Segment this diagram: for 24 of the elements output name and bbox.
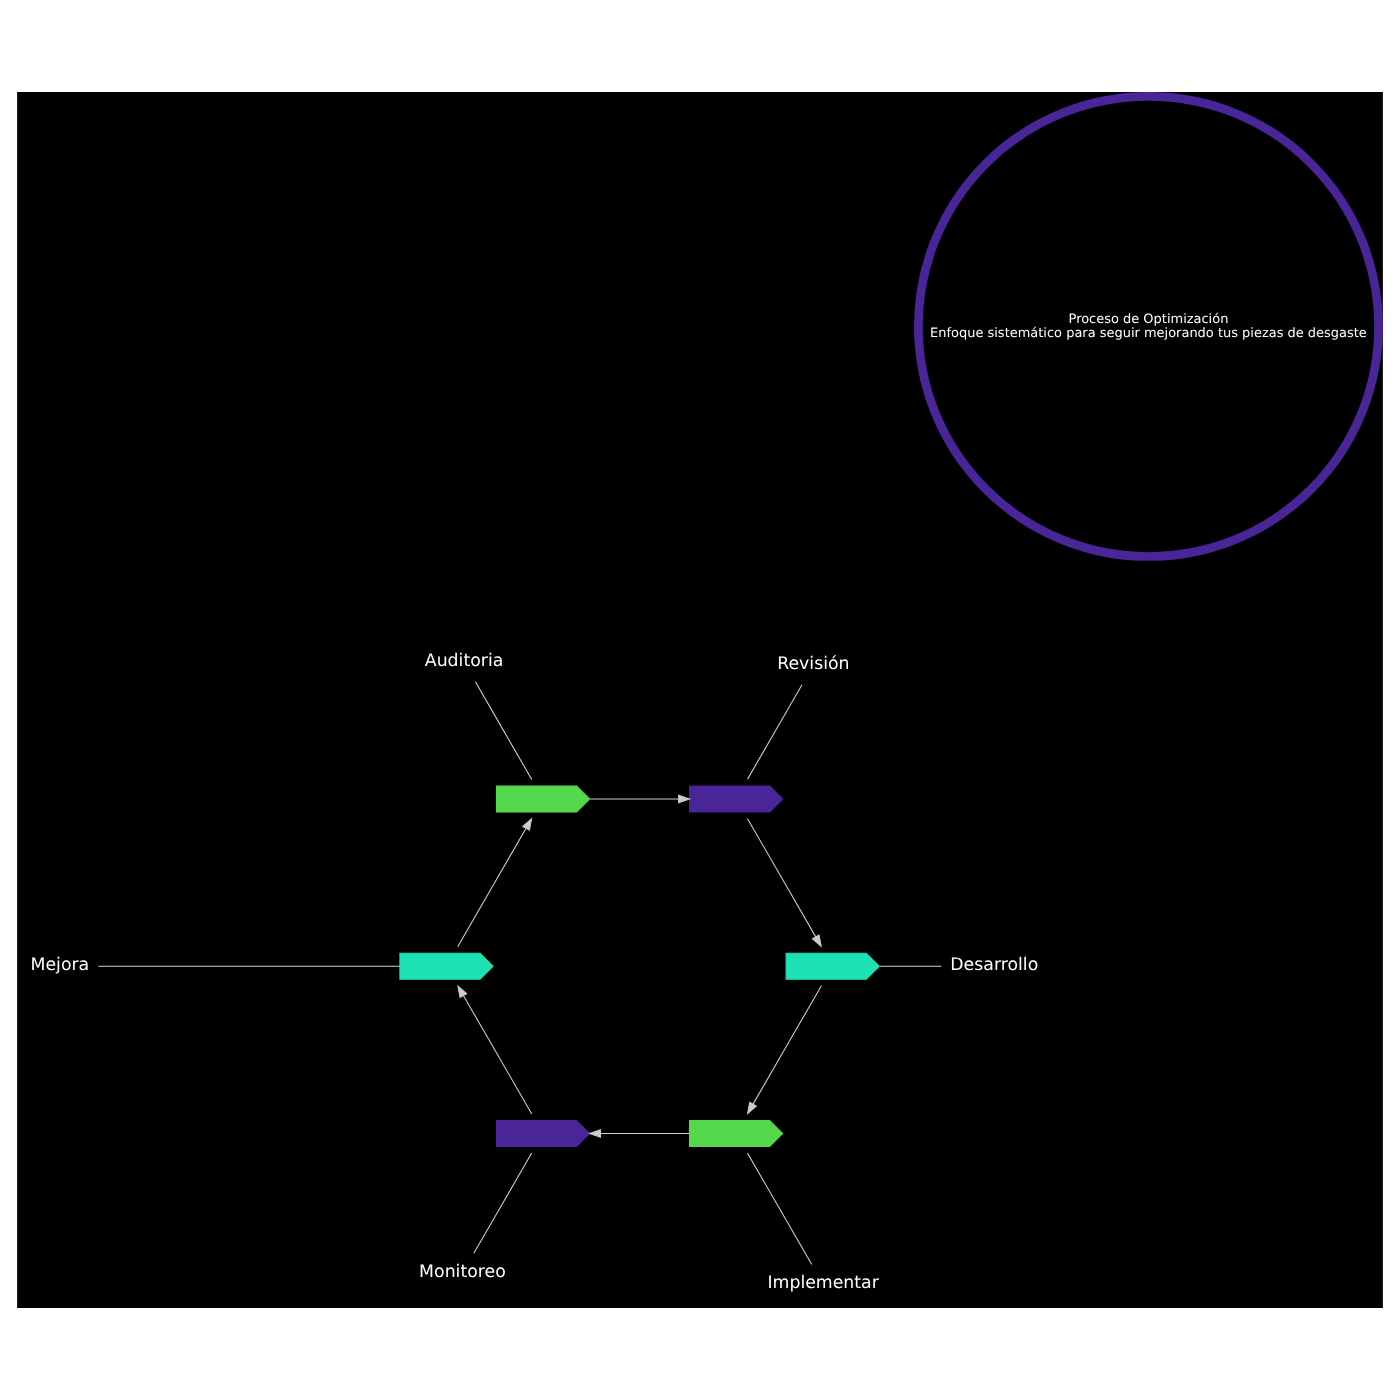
- arrow: [746, 817, 822, 948]
- node-arc: [399, 952, 494, 980]
- node-text: Monitoreo: [419, 1263, 506, 1284]
- connector: [879, 965, 942, 967]
- node-text: Revisión: [777, 655, 850, 676]
- node-arc: [785, 952, 880, 980]
- connector: [747, 684, 803, 780]
- connector: [474, 681, 533, 780]
- node-text: Mejora: [30, 956, 90, 977]
- arrow: [588, 1128, 690, 1138]
- node-arc: [689, 785, 784, 813]
- node-text: Auditoria: [424, 652, 504, 673]
- node-text: Desarrollo: [950, 956, 1039, 977]
- node-text: Implementar: [767, 1274, 879, 1295]
- arrow: [457, 984, 533, 1115]
- arrow: [589, 794, 692, 804]
- arrow: [746, 985, 822, 1115]
- connector: [473, 1152, 533, 1254]
- node-arc: [495, 1119, 591, 1147]
- connector: [746, 1152, 813, 1265]
- node-arc: [495, 785, 591, 813]
- arrow: [457, 817, 533, 948]
- connector: [97, 965, 401, 967]
- node-arc: [689, 1119, 784, 1147]
